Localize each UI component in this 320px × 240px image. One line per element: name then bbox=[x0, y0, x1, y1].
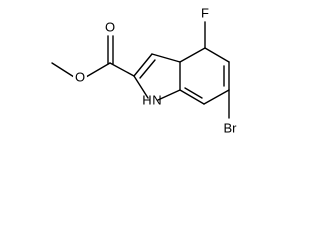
bromine-label: Br bbox=[224, 121, 238, 136]
bond-oester-methyl bbox=[51, 62, 75, 78]
bond-c2-n1 bbox=[133, 75, 149, 99]
carbonyl-oxygen-label: O bbox=[105, 20, 115, 35]
fluorine-knockout bbox=[198, 6, 212, 20]
bond-c6-c7 bbox=[203, 89, 230, 105]
bond-c7-c7a bbox=[179, 89, 205, 105]
fluorine-label: F bbox=[201, 6, 209, 21]
carbonyl-oxygen-knockout bbox=[103, 20, 117, 34]
bond-c4-c5 bbox=[204, 47, 230, 63]
ester-oxygen-knockout bbox=[73, 70, 87, 84]
atom-label-layer: F Br H N O O bbox=[73, 6, 239, 137]
ring-nitrogen-h-label: H bbox=[142, 93, 151, 108]
bromine-knockout bbox=[221, 119, 239, 137]
molecule-structure: F Br H N O O bbox=[51, 6, 239, 137]
bond-carbonyl-oester bbox=[85, 62, 111, 78]
bond-c3a-c3 bbox=[151, 53, 181, 63]
bond-c3-c2 bbox=[133, 53, 153, 77]
bond-c7-c7a-inner bbox=[184, 87, 203, 99]
bond-c2-carbonyl bbox=[109, 62, 135, 77]
ester-oxygen-label: O bbox=[75, 70, 85, 85]
bond-n1-c7a bbox=[157, 89, 181, 101]
bond-layer bbox=[51, 21, 230, 119]
bond-c3-c2-inner bbox=[139, 59, 156, 79]
ring-nitrogen-label: N bbox=[152, 93, 161, 108]
bond-c3a-c4 bbox=[179, 47, 206, 63]
